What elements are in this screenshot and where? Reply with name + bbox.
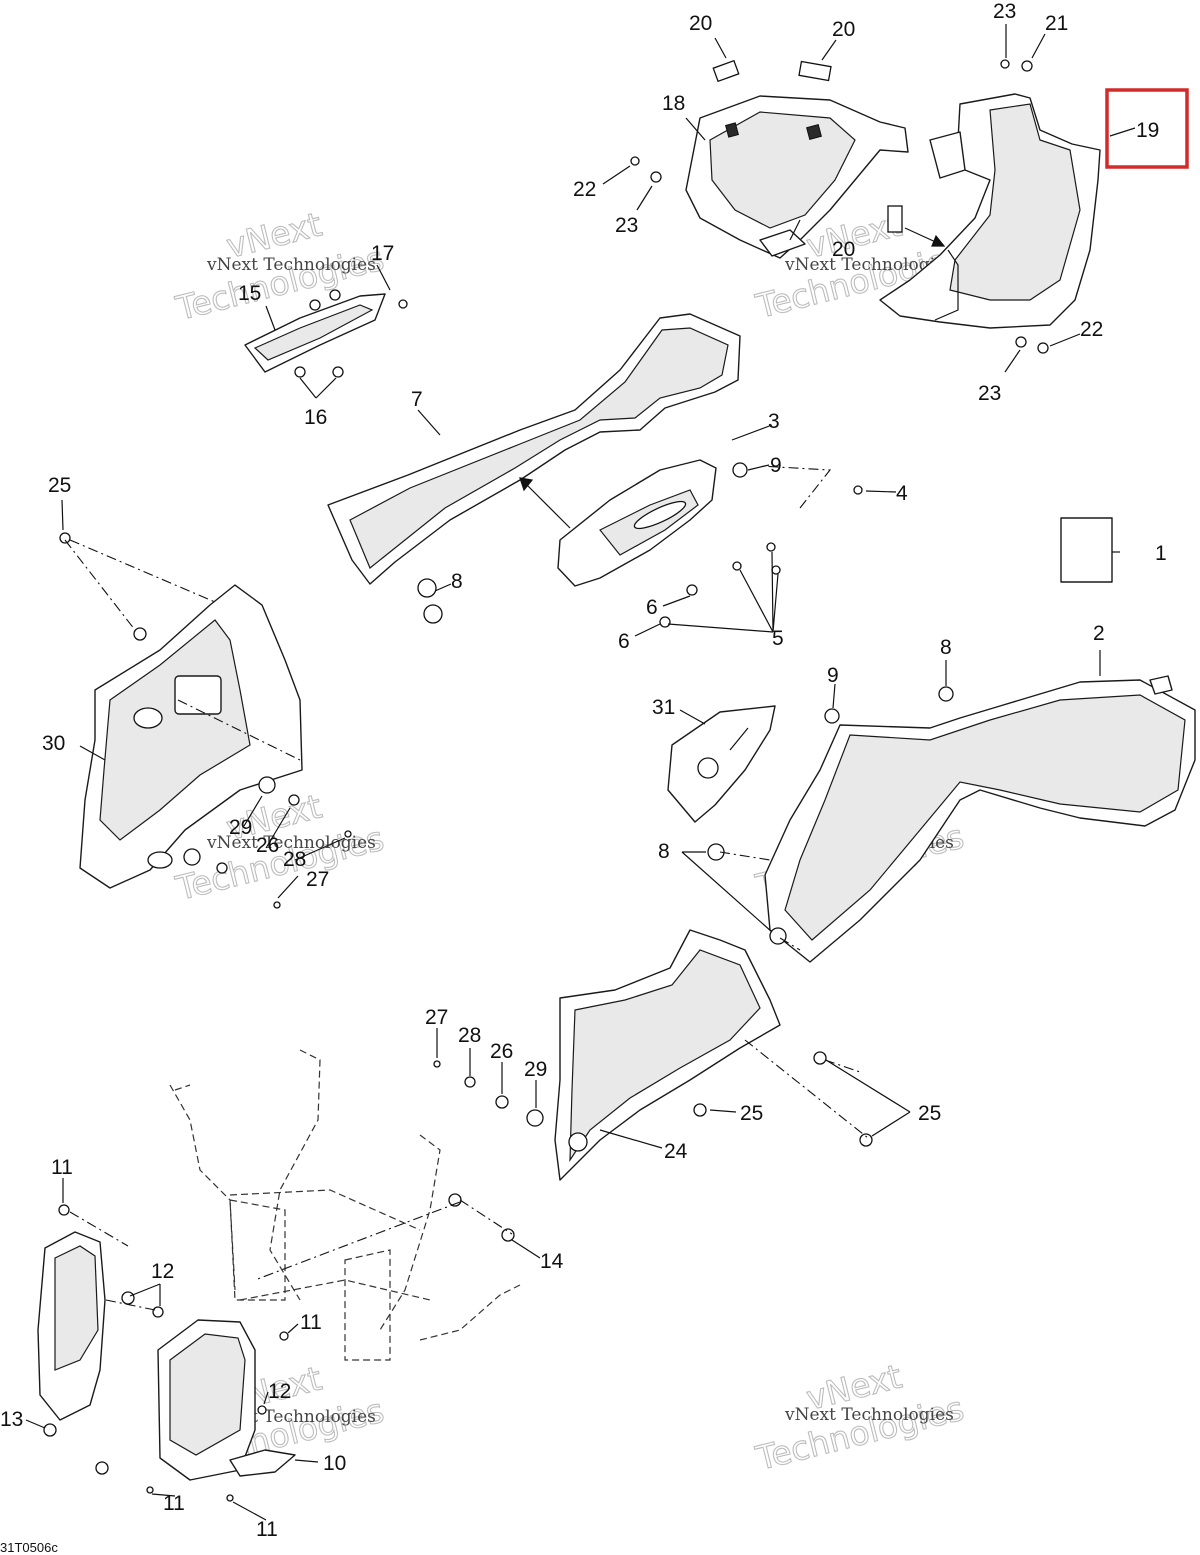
vehicle-frame-reference (169, 1049, 521, 1361)
callout-20: 20 (832, 238, 855, 261)
part-18-rear-panel (685, 95, 909, 259)
callout-2: 2 (1093, 622, 1105, 645)
grommet-hole (725, 122, 739, 138)
callout-4: 4 (896, 482, 908, 505)
callout-15: 15 (238, 282, 261, 305)
watermark-text: vNext Technologies (206, 255, 376, 275)
grommet-20-b (798, 60, 832, 82)
part-30-side-shield (79, 584, 303, 889)
callout-30: 30 (42, 732, 65, 755)
callout-25: 25 (48, 474, 71, 497)
callout-8: 8 (940, 636, 952, 659)
callout-28: 28 (458, 1024, 481, 1047)
callout-26: 26 (256, 834, 279, 857)
callout-27: 27 (306, 868, 329, 891)
drawing-reference-code: 31T0506c (0, 1540, 58, 1555)
part-7-side-panel (327, 313, 741, 585)
part-2-right-panel (764, 675, 1196, 963)
callout-9: 9 (770, 454, 782, 477)
watermark-bottom-right: vNext Technologies vNext Technologies (751, 1356, 968, 1479)
callout-23: 23 (978, 382, 1001, 405)
part-front-cover-right (157, 1319, 256, 1481)
grommet-20-c (887, 205, 903, 233)
callout-5: 5 (772, 627, 784, 650)
callout-3: 3 (768, 410, 780, 433)
callout-9: 9 (827, 664, 839, 687)
direction-arrows (519, 227, 946, 529)
assembly-dash-lines (64, 465, 869, 1311)
callout-12: 12 (151, 1260, 174, 1283)
callout-25: 25 (740, 1102, 763, 1125)
leader-lines (25, 24, 1136, 1521)
callout-11: 11 (300, 1311, 322, 1334)
part-15-trim (244, 293, 386, 373)
grommet-hole (806, 124, 822, 140)
callout-18: 18 (662, 92, 685, 115)
highlight-box-19 (1105, 88, 1189, 169)
callout-19: 19 (1136, 119, 1159, 142)
callout-26: 26 (490, 1040, 513, 1063)
part-31-plate (667, 705, 776, 823)
callout-25: 25 (918, 1102, 941, 1125)
callout-23: 23 (993, 0, 1016, 23)
callout-11: 11 (163, 1492, 185, 1515)
part-24-lower-panel (554, 929, 781, 1181)
callout-14: 14 (540, 1250, 564, 1273)
callout-22: 22 (573, 178, 596, 201)
callout-21: 21 (1045, 12, 1068, 35)
callout-6: 6 (618, 630, 630, 653)
callout-29: 29 (229, 816, 252, 839)
part-1-label-decal (1060, 517, 1113, 583)
shield-mount-block (174, 675, 222, 715)
callout-8: 8 (451, 570, 463, 593)
callout-11: 11 (256, 1518, 278, 1541)
callout-23: 23 (615, 214, 638, 237)
callout-28: 28 (283, 848, 306, 871)
callout-22: 22 (1080, 318, 1103, 341)
grommet-20-a (712, 59, 740, 83)
callout-20: 20 (689, 12, 712, 35)
part-10-skid-plate (229, 1449, 296, 1477)
callout-20: 20 (832, 18, 855, 41)
watermark-text: vNext Technologies (206, 833, 376, 853)
callout-6: 6 (646, 596, 658, 619)
watermark-text: vNext Technologies (784, 1405, 954, 1425)
callout-27: 27 (425, 1006, 448, 1029)
part-19-rear-fender (879, 93, 1101, 329)
callout-10: 10 (323, 1452, 346, 1475)
callout-7: 7 (411, 388, 423, 411)
callout-31: 31 (652, 696, 675, 719)
callout-11: 11 (51, 1156, 73, 1179)
callout-24: 24 (664, 1140, 688, 1163)
callout-1: 1 (1155, 542, 1167, 565)
callout-17: 17 (371, 242, 394, 265)
part-3-deflector (557, 459, 717, 587)
callout-12: 12 (268, 1380, 291, 1403)
callout-13: 13 (0, 1408, 23, 1431)
watermark-text: vNext Technologies (784, 255, 954, 275)
fastener-hardware (43, 59, 1049, 1502)
callout-16: 16 (304, 406, 327, 429)
callout-8: 8 (658, 840, 670, 863)
callout-29: 29 (524, 1058, 547, 1081)
part-front-cover-left (37, 1231, 106, 1421)
